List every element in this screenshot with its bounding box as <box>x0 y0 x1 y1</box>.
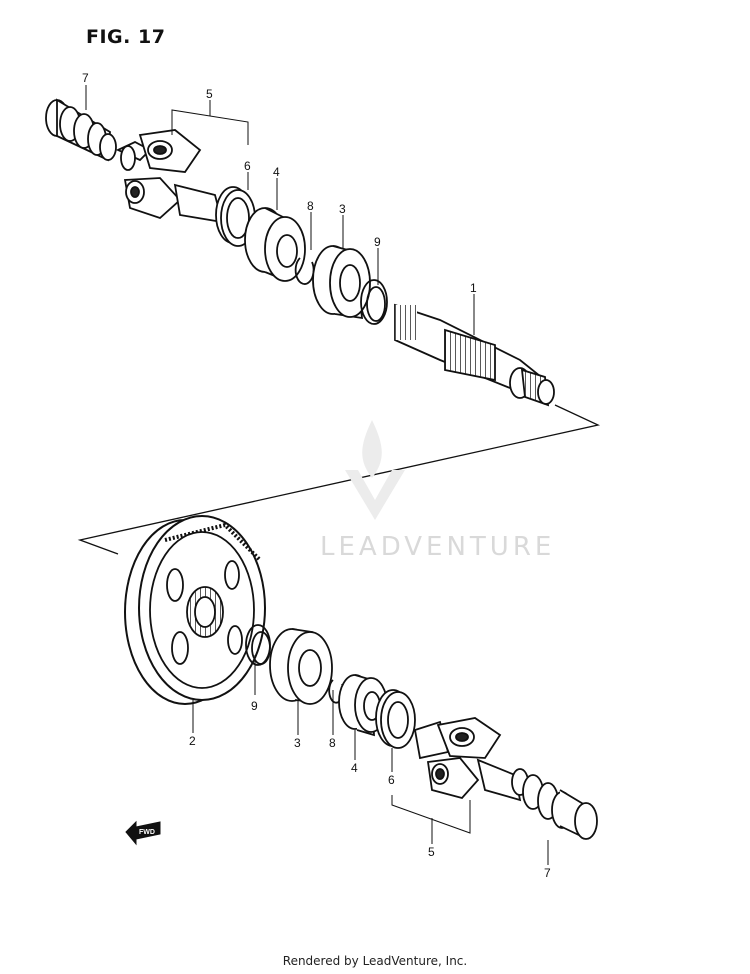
drive-shaft <box>394 303 555 407</box>
snap-ring-bottom <box>245 624 271 666</box>
joint-top <box>115 129 224 224</box>
callout-bottom-2: 2 <box>189 734 196 748</box>
callout-bottom-5: 5 <box>428 845 435 859</box>
callout-top-8: 8 <box>307 199 314 213</box>
ring-gear <box>124 515 266 705</box>
joint-bottom <box>413 717 522 802</box>
connection-line <box>77 404 601 555</box>
boot-top <box>45 98 117 162</box>
leader-lines <box>85 85 549 865</box>
fwd-label: FWD <box>139 829 155 836</box>
watermark-logo <box>345 420 405 520</box>
callout-bottom-6: 6 <box>388 773 395 787</box>
callout-top-7: 7 <box>82 71 89 85</box>
figure-title: FIG. 17 <box>86 26 166 48</box>
callout-bottom-8: 8 <box>329 736 336 750</box>
callout-bottom-7: 7 <box>544 866 551 880</box>
callout-top-9: 9 <box>374 235 381 249</box>
watermark-text: LEADVENTURE <box>320 532 556 562</box>
callout-bottom-9: 9 <box>251 699 258 713</box>
callout-top-6: 6 <box>244 159 251 173</box>
callouts: 7 5 6 4 8 3 9 1 9 2 3 8 4 6 5 7 <box>82 71 551 880</box>
callout-bottom-4: 4 <box>351 761 358 775</box>
fwd-arrow-icon: FWD <box>125 820 161 846</box>
bottom-assembly <box>124 515 598 840</box>
bearing-top <box>312 245 371 320</box>
callout-top-5: 5 <box>206 87 213 101</box>
footer-credit: Rendered by LeadVenture, Inc. <box>282 954 468 968</box>
callout-top-3: 3 <box>339 202 346 216</box>
callout-top-1: 1 <box>470 281 477 295</box>
snap-ring-top <box>360 279 388 325</box>
boot-bottom <box>511 768 598 840</box>
callout-top-4: 4 <box>273 165 280 179</box>
oil-seal-top <box>244 207 306 282</box>
seal-ring-bottom <box>375 689 416 749</box>
top-assembly <box>45 98 555 407</box>
callout-bottom-3: 3 <box>294 736 301 750</box>
bearing-bottom <box>269 628 333 705</box>
